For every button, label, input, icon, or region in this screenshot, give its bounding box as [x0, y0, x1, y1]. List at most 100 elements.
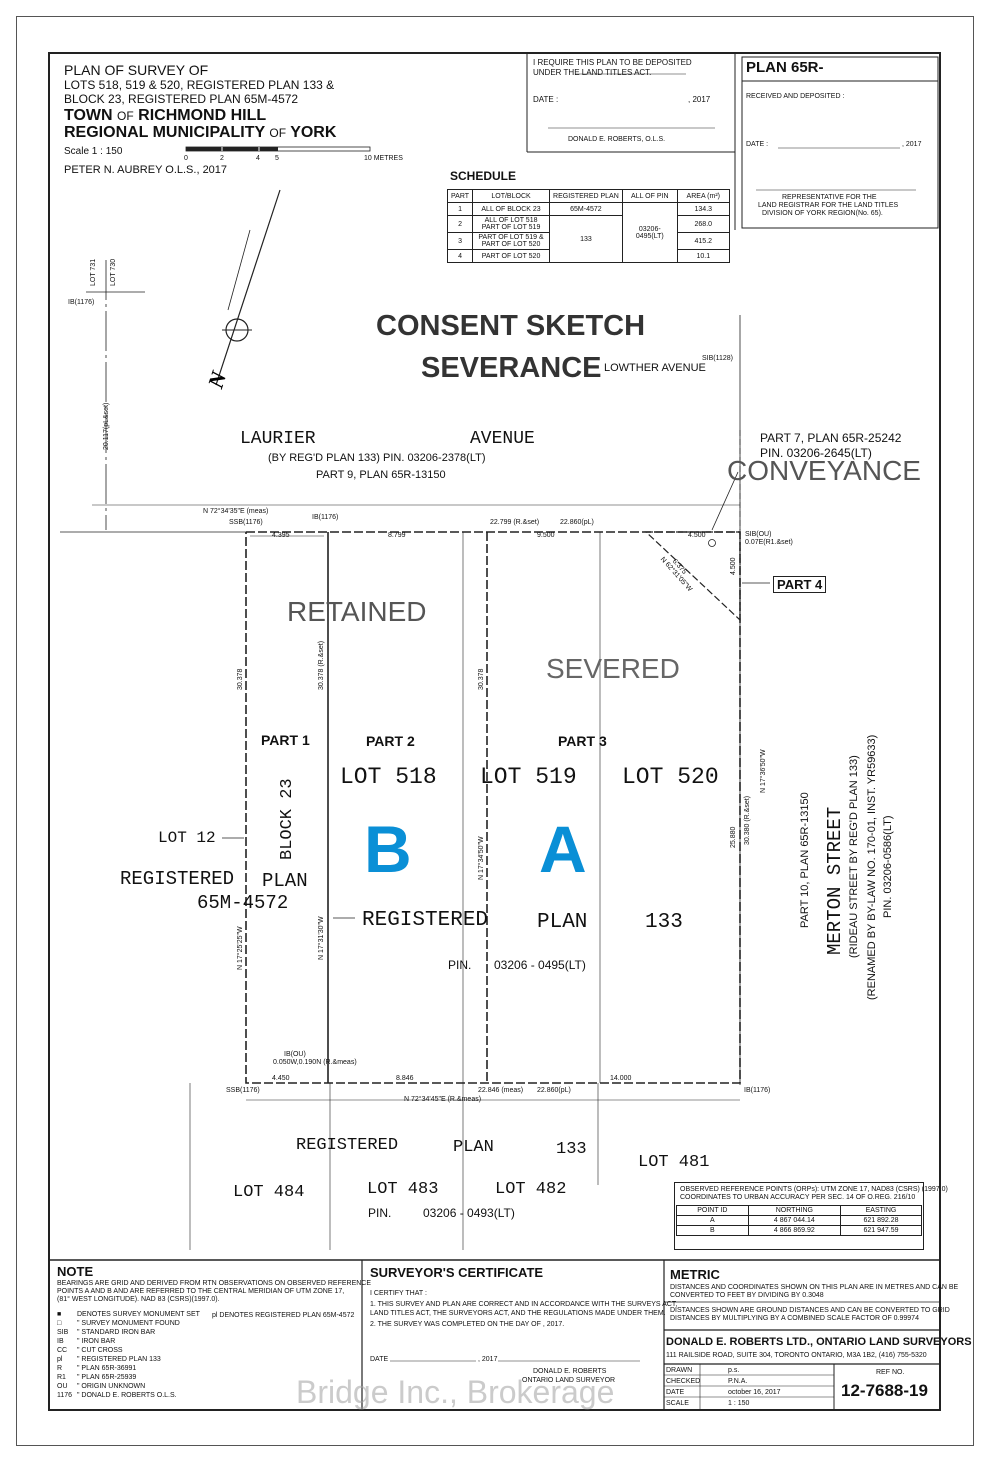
note-line-3: (81° WEST LONGITUDE). NAD 83 (CSRS)(1997…: [57, 1296, 220, 1303]
dim-4395: 4.395: [272, 532, 290, 539]
schedule-cell: 65M-4572: [549, 202, 623, 216]
south-pin-label: PIN.: [368, 1206, 392, 1220]
plan-65m-label: 65M-4572: [197, 892, 289, 914]
dim-20117: 20.117(pL&set): [103, 402, 110, 450]
rep-line-2: LAND REGISTRAR FOR THE LAND TITLES: [758, 202, 899, 209]
severance-heading: SEVERANCE: [421, 352, 602, 384]
retained-heading: RETAINED: [287, 596, 427, 627]
south-registered: REGISTERED: [296, 1136, 399, 1155]
cert-sign-2: ONTARIO LAND SURVEYOR: [522, 1377, 616, 1384]
ssb-1176-north: SSB(1176): [229, 519, 263, 526]
avenue-label: AVENUE: [470, 429, 535, 449]
scale-label: Scale 1 : 150: [64, 146, 123, 157]
cert-date-year: , 2017: [478, 1356, 498, 1363]
registered-133-label: REGISTERED: [362, 909, 489, 932]
metric-line-1: DISTANCES AND COORDINATES SHOWN ON THIS …: [670, 1284, 959, 1291]
schedule-cell: 3: [446, 232, 474, 250]
orp-line-2: COORDINATES TO URBAN ACCURACY PER SEC. 1…: [680, 1194, 916, 1201]
south-plan: PLAN: [453, 1138, 494, 1157]
dim-4500-top: 4.500: [688, 532, 706, 539]
plan-date-label: DATE :: [746, 141, 769, 148]
ib-ou: IB(OU): [284, 1051, 306, 1058]
schedule-header: PART: [446, 189, 474, 203]
schedule-cell: 4: [446, 249, 474, 263]
legend-row: R" PLAN 65R-36991: [57, 1365, 137, 1372]
cert-line-1: 1. THIS SURVEY AND PLAN ARE CORRECT AND …: [370, 1301, 678, 1308]
conveyance-heading: CONVEYANCE: [727, 455, 921, 486]
ib-1176-label: IB(1176): [68, 299, 95, 306]
offset-ne: 0.07E(R1.&set): [745, 539, 793, 546]
schedule-cell: 10.1: [676, 249, 730, 263]
schedule-cell: 134.3: [676, 202, 730, 216]
plan-label: PLAN: [262, 870, 308, 892]
dim-22860: 22.860(pL): [560, 519, 594, 526]
schedule-header: ALL OF PIN: [621, 189, 678, 203]
metric-line-2: CONVERTED TO FEET BY DIVIDING BY 0.3048: [670, 1292, 824, 1299]
pin-value: 03206 - 0495(LT): [494, 958, 586, 972]
legend-row: OU" ORIGIN UNKNOWN: [57, 1383, 146, 1390]
lowther-avenue: LOWTHER AVENUE: [604, 362, 706, 374]
legend-row: 1176" DONALD E. ROBERTS O.L.S.: [57, 1392, 177, 1399]
south-pin-value: 03206 - 0493(LT): [423, 1206, 515, 1220]
received-deposited: RECEIVED AND DEPOSITED :: [746, 93, 845, 100]
title-line-3: BLOCK 23, REGISTERED PLAN 65M-4572: [64, 92, 299, 106]
firm-address: 111 RAILSIDE ROAD, SUITE 304, TORONTO ON…: [666, 1352, 927, 1359]
scale-tick-0: 0: [184, 155, 188, 162]
part10-label: PART 10, PLAN 65R-13150: [799, 792, 811, 928]
ssb-1176-south: SSB(1176): [226, 1087, 260, 1094]
dim-30380: 30.380 (R.&set): [744, 795, 751, 845]
laurier-label: LAURIER: [240, 429, 316, 449]
merton-street: MERTON STREET: [824, 806, 846, 955]
orp-cell: 4 867 044.14: [747, 1215, 841, 1226]
bearing-west: N 17°25'25"W: [237, 926, 244, 970]
lot-482-label: LOT 482: [495, 1180, 567, 1199]
town-label: TOWN OF RICHMOND HILL: [64, 107, 267, 124]
cert-line-0: I CERTIFY THAT :: [370, 1290, 427, 1297]
orp-cell: 621 892.28: [839, 1215, 923, 1226]
checked-value: P.N.A.: [728, 1378, 748, 1385]
plan-133-word: PLAN: [537, 911, 588, 934]
date-value: october 16, 2017: [728, 1389, 781, 1396]
rep-line-1: REPRESENTATIVE FOR THE: [782, 194, 877, 201]
deposit-line-1: I REQUIRE THIS PLAN TO BE DEPOSITED: [533, 58, 692, 67]
legend-row: CC" CUT CROSS: [57, 1347, 123, 1354]
orp-header: POINT ID: [676, 1205, 749, 1216]
merton-sub-2: (RENAMED BY BY-LAW NO. 170-01, INST. YR5…: [866, 734, 878, 1000]
surveyor-line: PETER N. AUBREY O.L.S., 2017: [64, 164, 228, 176]
rep-line-3: DIVISION OF YORK REGION(No. 65).: [762, 210, 883, 217]
dim-8799: 8.799: [388, 532, 406, 539]
south-bearing: N 72°34'45"E (R.&meas): [404, 1096, 482, 1103]
south-133: 133: [556, 1140, 587, 1159]
schedule-cell: PART OF LOT 519 &PART OF LOT 520: [472, 232, 551, 250]
dim-30378-west: 30.378: [237, 668, 244, 690]
orp-box: [674, 1182, 924, 1250]
plan-133-number: 133: [645, 911, 683, 934]
scale-label-firm: SCALE: [666, 1400, 689, 1407]
ref-no-label: REF NO.: [876, 1369, 905, 1376]
schedule-cell: 415.2: [676, 232, 730, 250]
note-line-2: POINTS A AND B AND ARE REFERRED TO THE C…: [57, 1288, 345, 1295]
ib-1176-south: IB(1176): [744, 1087, 771, 1094]
outer-frame: [16, 16, 974, 1446]
legend-row: IB" IRON BAR: [57, 1338, 116, 1345]
deposit-date-label: DATE :: [533, 95, 559, 104]
dim-30378-mid: 30.378 (R.&set): [318, 640, 325, 690]
deposit-date-year: , 2017: [688, 95, 711, 104]
metric-line-4: DISTANCES BY MULTIPLYING BY A COMBINED S…: [670, 1315, 919, 1322]
dim-9500: 9.500: [537, 532, 555, 539]
orp-cell: 4 866 869.92: [747, 1225, 841, 1236]
schedule-header: REGISTERED PLAN: [549, 189, 623, 203]
metric-line-3: DISTANCES SHOWN ARE GROUND DISTANCES AND…: [670, 1307, 950, 1314]
legend-row: R1" PLAN 65R-25939: [57, 1374, 137, 1381]
lot-483-label: LOT 483: [367, 1180, 439, 1199]
dim-4500-side: 4.500: [730, 557, 737, 575]
svg-text:N: N: [202, 367, 231, 392]
drawn-value: p.s.: [728, 1367, 740, 1374]
scale-tick-5: 5: [275, 155, 279, 162]
lot-484-label: LOT 484: [233, 1183, 305, 1202]
schedule-header: LOT/BLOCK: [472, 189, 551, 203]
schedule-cell: PART OF LOT 520: [472, 249, 551, 263]
dim-22799: 22.799 (R.&set): [490, 519, 540, 526]
dim-14000: 14.000: [610, 1075, 632, 1082]
schedule-title: SCHEDULE: [450, 169, 517, 183]
